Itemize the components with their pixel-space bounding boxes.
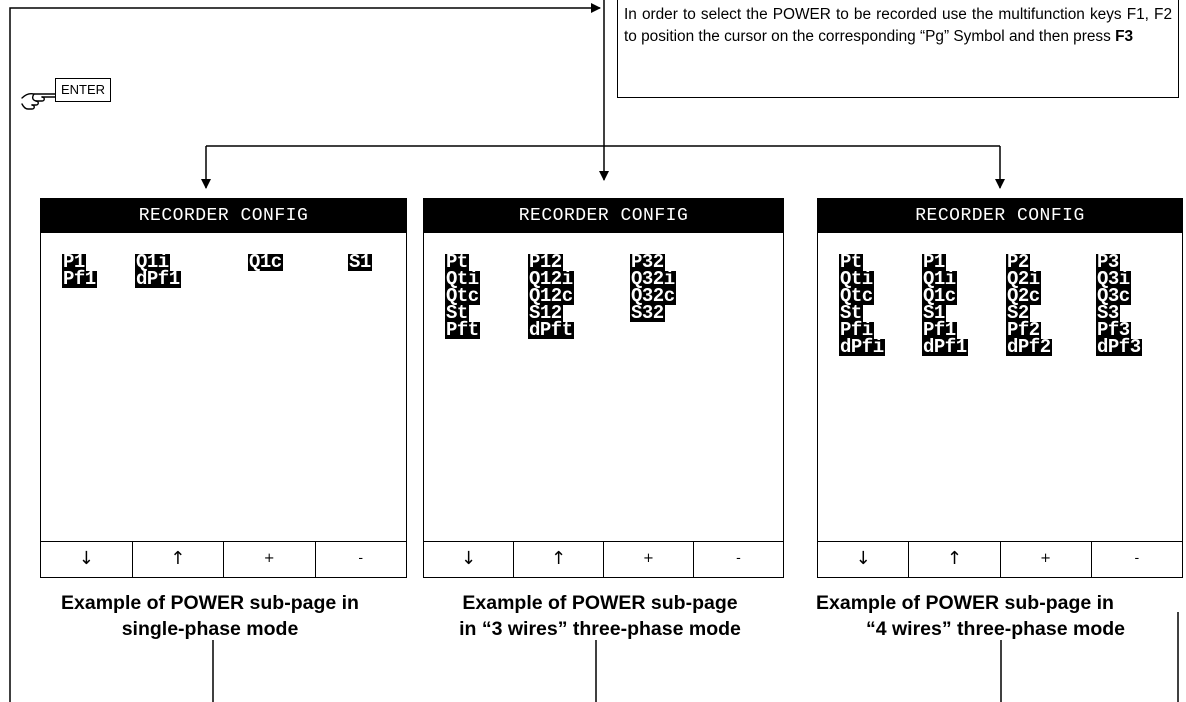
param-pt[interactable]: Pt [445, 251, 469, 273]
param-q12i[interactable]: Q12i [528, 268, 574, 290]
param-qtc[interactable]: Qtc [839, 285, 874, 307]
screen-four-wire: RECORDER CONFIG Pt P1 P2 P3 Qti Q1i Q2i … [817, 198, 1183, 578]
down-key[interactable]: ↓ [41, 542, 133, 577]
caption-line-2: “4 wires” three-phase mode [866, 618, 1126, 640]
param-q1c[interactable]: Q1c [248, 251, 283, 273]
minus-key[interactable]: - [1134, 551, 1140, 566]
caption-line-1: Example of POWER sub-page [462, 592, 738, 614]
param-pfi[interactable]: Pfi [839, 319, 874, 341]
param-q3i[interactable]: Q3i [1096, 268, 1131, 290]
param-pft[interactable]: Pft [445, 319, 480, 341]
param-q1i[interactable]: Q1i [922, 268, 957, 290]
caption-three-wire: Example of POWER sub-page in “3 wires” t… [410, 590, 790, 642]
screen-three-wire: RECORDER CONFIG Pt P12 P32 Qti Q12i Q32i… [423, 198, 784, 578]
param-p32[interactable]: P32 [630, 251, 665, 273]
param-q12c[interactable]: Q12c [528, 285, 574, 307]
instruction-note: In order to select the POWER to be recor… [617, 0, 1179, 98]
function-keys: ↓ ↑ + - [818, 541, 1182, 577]
param-qtc[interactable]: Qtc [445, 285, 480, 307]
param-dpfi[interactable]: dPfi [839, 336, 885, 358]
param-dpft[interactable]: dPft [528, 319, 574, 341]
function-keys: ↓ ↑ + - [41, 541, 406, 577]
param-s12[interactable]: S12 [528, 302, 563, 324]
param-q1i[interactable]: Q1i [135, 251, 170, 273]
caption-single-phase: Example of POWER sub-page in single-phas… [0, 590, 420, 642]
param-p12[interactable]: P12 [528, 251, 563, 273]
param-dpf1[interactable]: dPf1 [922, 336, 968, 358]
enter-key: ENTER [55, 78, 112, 102]
param-pf3[interactable]: Pf3 [1096, 319, 1131, 341]
param-dpf3[interactable]: dPf3 [1096, 336, 1142, 358]
caption-line-2: single-phase mode [121, 618, 299, 640]
screen-single-phase: RECORDER CONFIG P1 Q1i Q1c S1 Pf1 dPf1 ↓… [40, 198, 407, 578]
param-qti[interactable]: Qti [445, 268, 480, 290]
down-key[interactable]: ↓ [818, 542, 910, 577]
param-s1[interactable]: S1 [922, 302, 946, 324]
param-pf1[interactable]: Pf1 [62, 268, 97, 290]
minus-key[interactable]: - [358, 551, 364, 566]
up-key[interactable]: ↑ [514, 542, 604, 577]
minus-key[interactable]: - [736, 551, 741, 566]
param-st[interactable]: St [839, 302, 863, 324]
screen-title: RECORDER CONFIG [424, 199, 783, 233]
param-qti[interactable]: Qti [839, 268, 874, 290]
param-p1[interactable]: P1 [62, 251, 86, 273]
caption-line-1: Example of POWER sub-page in [816, 592, 1114, 614]
up-key[interactable]: ↑ [909, 542, 1001, 577]
caption-line-1: Example of POWER sub-page in [61, 592, 359, 614]
param-q32i[interactable]: Q32i [630, 268, 676, 290]
instruction-key: F3 [1115, 28, 1134, 45]
param-pf2[interactable]: Pf2 [1006, 319, 1041, 341]
instruction-text: In order to select the POWER to be recor… [624, 6, 1172, 45]
param-p1[interactable]: P1 [922, 251, 946, 273]
plus-key[interactable]: + [1001, 542, 1092, 577]
function-keys: ↓ ↑ + - [424, 541, 783, 577]
up-key[interactable]: ↑ [133, 542, 224, 577]
param-q1c[interactable]: Q1c [922, 285, 957, 307]
param-q3c[interactable]: Q3c [1096, 285, 1131, 307]
param-st[interactable]: St [445, 302, 469, 324]
caption-line-2: in “3 wires” three-phase mode [459, 618, 741, 640]
param-s3[interactable]: S3 [1096, 302, 1120, 324]
param-p2[interactable]: P2 [1006, 251, 1030, 273]
down-key[interactable]: ↓ [424, 542, 514, 577]
loop-line [9, 3, 601, 702]
param-s2[interactable]: S2 [1006, 302, 1030, 324]
plus-key[interactable]: + [224, 542, 316, 577]
param-q32c[interactable]: Q32c [630, 285, 676, 307]
plus-key[interactable]: + [604, 542, 694, 577]
param-dpf1[interactable]: dPf1 [135, 268, 181, 290]
param-s1[interactable]: S1 [348, 251, 372, 273]
screen-title: RECORDER CONFIG [41, 199, 406, 233]
param-pf1[interactable]: Pf1 [922, 319, 957, 341]
screen-title: RECORDER CONFIG [818, 199, 1182, 233]
param-dpf2[interactable]: dPf2 [1006, 336, 1052, 358]
param-q2i[interactable]: Q2i [1006, 268, 1041, 290]
param-q2c[interactable]: Q2c [1006, 285, 1041, 307]
param-p3[interactable]: P3 [1096, 251, 1120, 273]
param-pt[interactable]: Pt [839, 251, 863, 273]
param-s32[interactable]: S32 [630, 302, 665, 324]
caption-four-wire: Example of POWER sub-page in “4 wires” t… [800, 590, 1186, 642]
